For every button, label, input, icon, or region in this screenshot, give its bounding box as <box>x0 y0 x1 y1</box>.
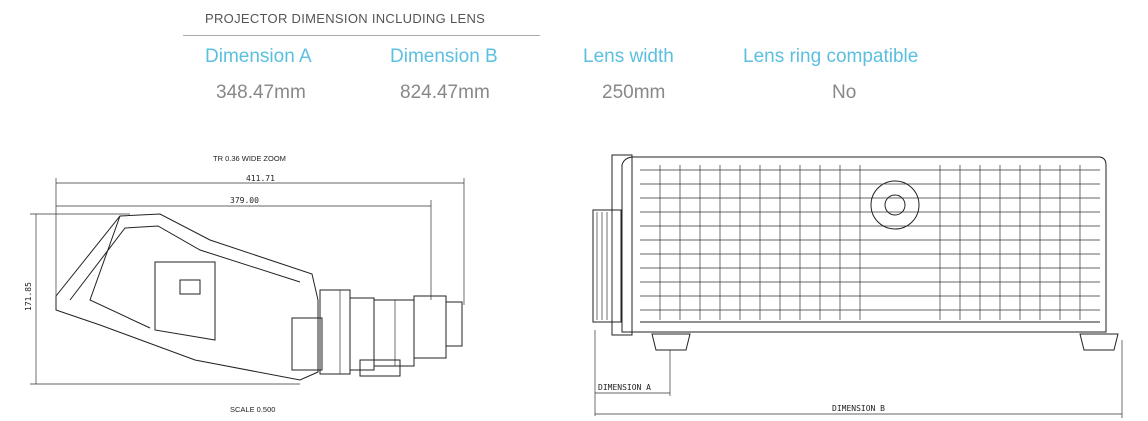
lens-barrel-2 <box>349 297 375 371</box>
lens-collar <box>291 317 323 371</box>
projector-body <box>621 156 1107 333</box>
spec-value-dimension-b: 824.47mm <box>400 82 490 103</box>
projector-drawing: DIMENSION A DIMENSION B <box>592 154 1123 418</box>
dim-height-text: 171.85 <box>24 282 33 311</box>
title-divider <box>183 35 540 36</box>
lens-housing <box>55 213 319 381</box>
section-title: PROJECTOR DIMENSION INCLUDING LENS <box>205 11 486 26</box>
spec-value-dimension-a: 348.47mm <box>216 82 306 103</box>
fan-hub <box>884 194 906 216</box>
lens-housing-fold <box>89 215 151 329</box>
spec-label-lens-ring: Lens ring compatible <box>743 46 919 67</box>
lens-drawing-title: TR 0.36 WIDE ZOOM <box>213 154 286 163</box>
lens-drawing: TR 0.36 WIDE ZOOM 411.71 379.00 171.85 S… <box>24 154 465 414</box>
spec-label-lens-width: Lens width <box>583 46 674 67</box>
spec-value-lens-width: 250mm <box>602 82 666 103</box>
vent-grille <box>640 165 1100 320</box>
lens-front-element <box>445 301 463 347</box>
lens-barrel-1 <box>319 289 351 375</box>
lens-focus-ring <box>359 359 401 377</box>
spec-label-dimension-b: Dimension B <box>390 46 498 67</box>
lens-housing-edge <box>69 225 301 301</box>
front-foot <box>651 333 691 351</box>
rear-foot <box>1079 333 1119 351</box>
dim-body-text: 379.00 <box>230 196 259 205</box>
dim-overall-text: 411.71 <box>246 174 275 183</box>
fan-icon <box>870 180 920 230</box>
dim-a-text: DIMENSION A <box>598 383 651 392</box>
dim-b-text: DIMENSION B <box>832 404 885 413</box>
lens-barrel-3 <box>373 299 415 367</box>
lens-mount-block <box>179 279 201 295</box>
scale-text: SCALE 0.500 <box>230 405 275 414</box>
spec-label-dimension-a: Dimension A <box>205 46 312 67</box>
projector-lens-ring <box>592 209 622 323</box>
lens-mount-plate <box>154 261 216 341</box>
lens-barrel-4 <box>413 295 447 359</box>
spec-value-lens-ring: No <box>832 82 857 103</box>
